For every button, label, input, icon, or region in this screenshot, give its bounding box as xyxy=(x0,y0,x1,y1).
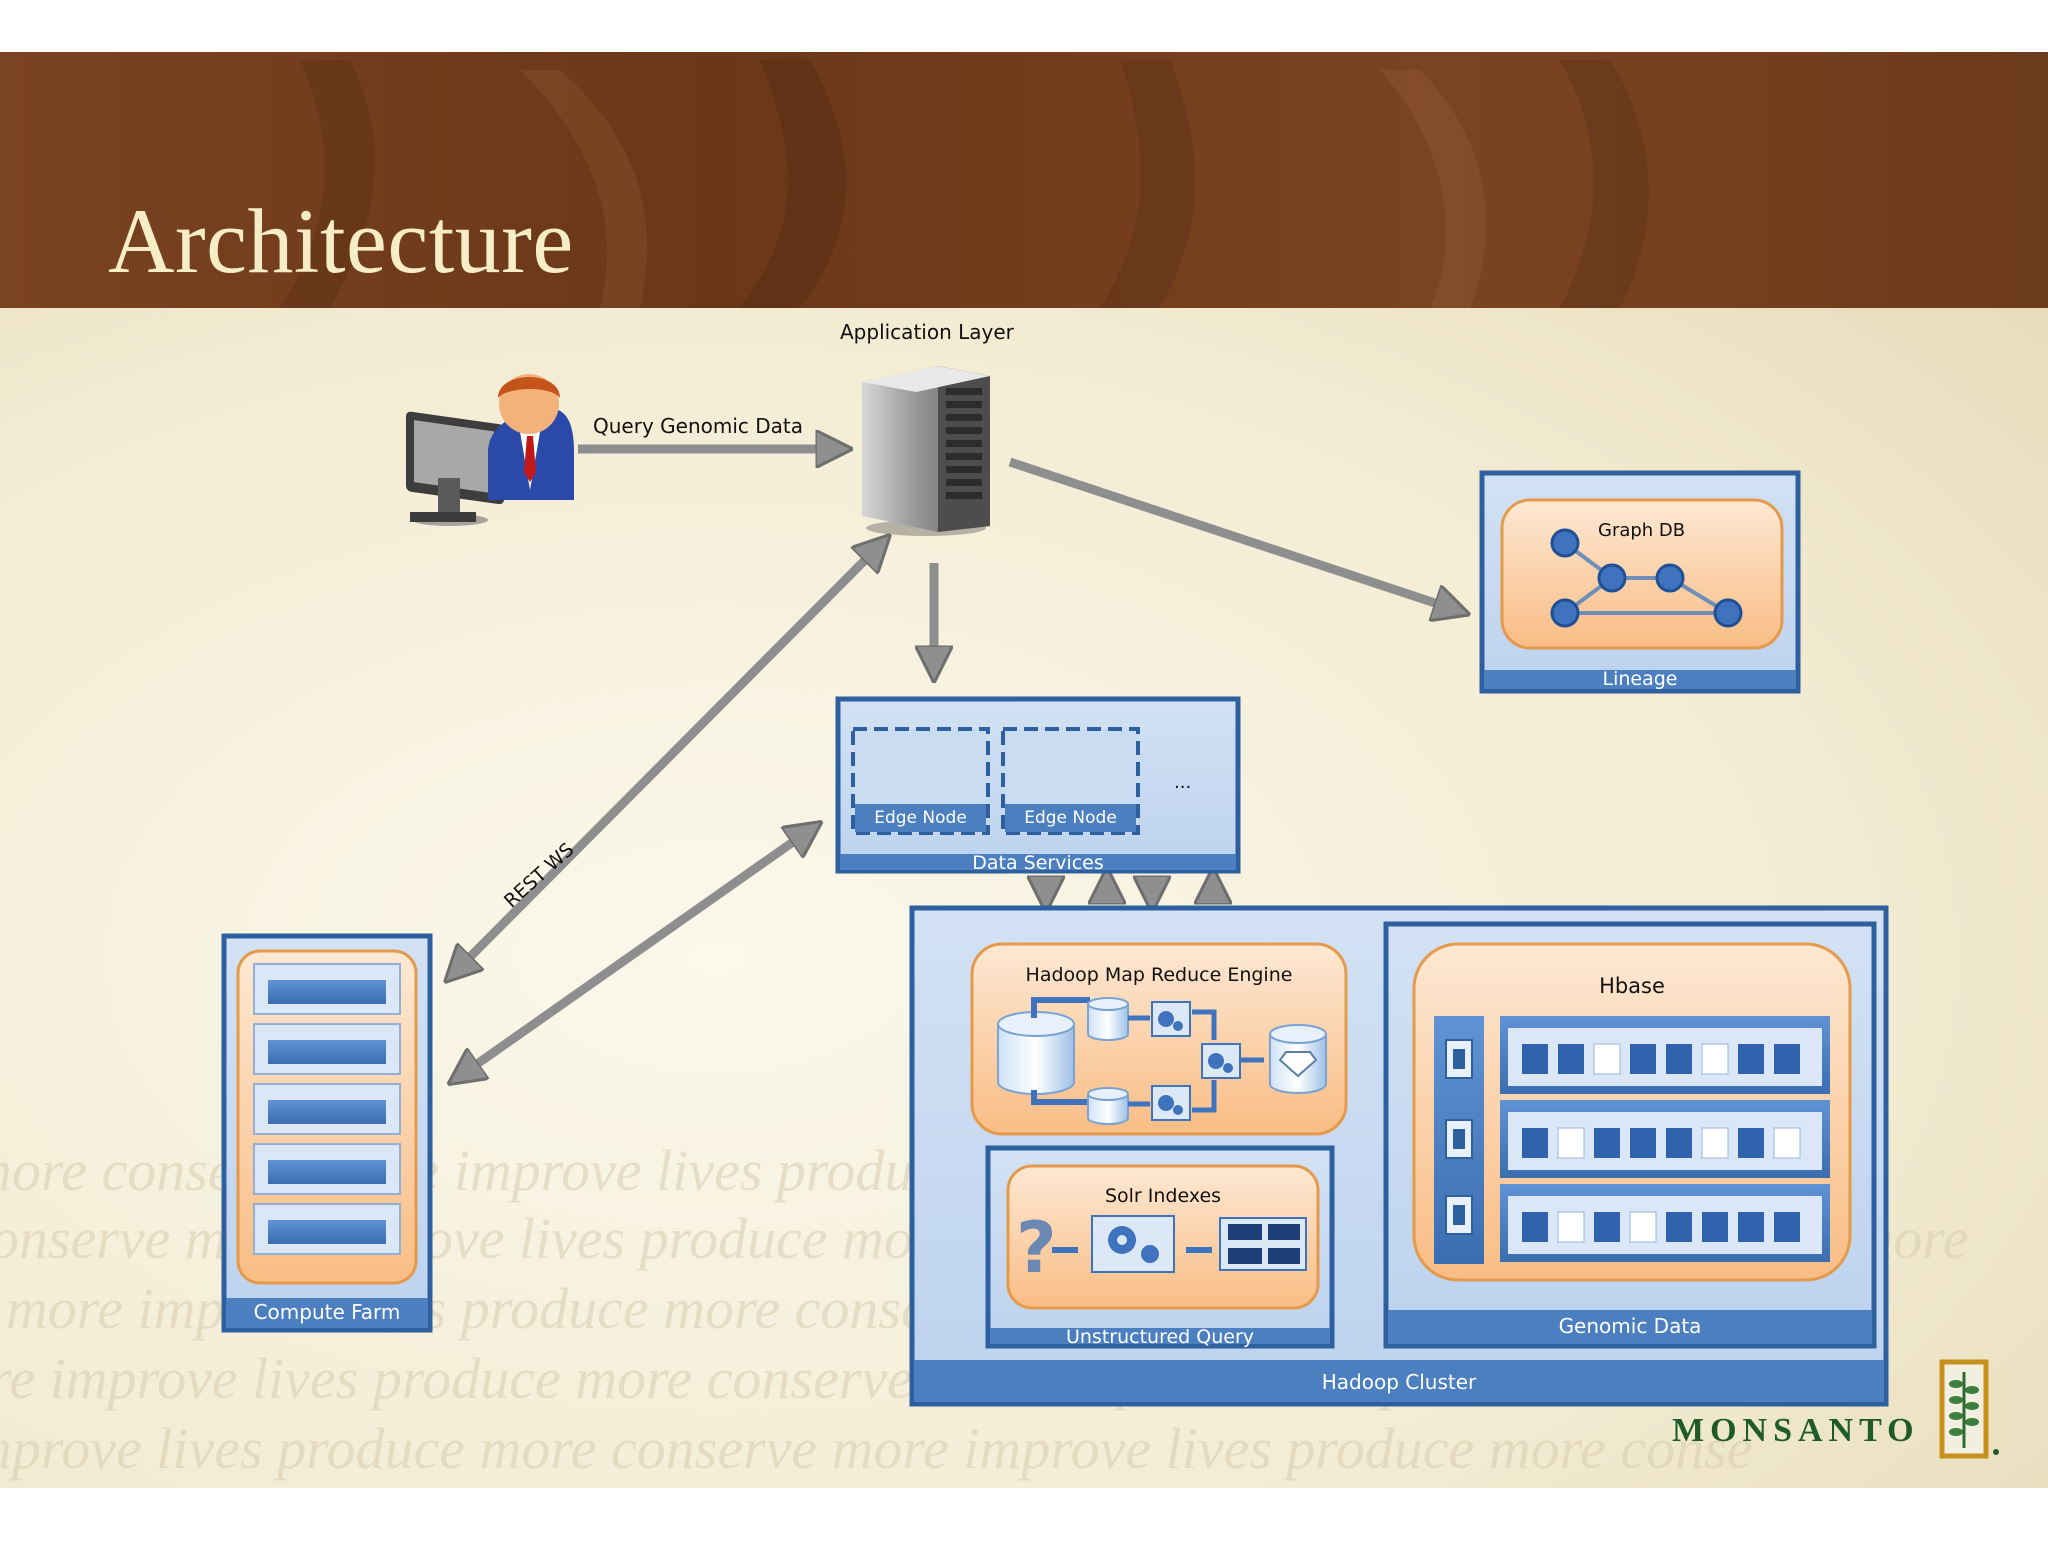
edge-node-ellipsis: ... xyxy=(1174,772,1192,793)
application-layer-label: Application Layer xyxy=(840,320,1014,344)
hbase-label: Hbase xyxy=(1599,974,1665,998)
hadoop-cluster-label: Hadoop Cluster xyxy=(1321,1370,1477,1394)
rack-server-icon xyxy=(253,963,401,1255)
hadoop-map-reduce-label: Hadoop Map Reduce Engine xyxy=(1025,964,1293,986)
gear-icon xyxy=(1158,1011,1233,1115)
edge-node-2-label: Edge Node xyxy=(1024,808,1117,828)
server-tower-icon xyxy=(862,366,990,536)
query-genomic-data-label: Query Genomic Data xyxy=(593,414,803,438)
svg-text:mprove lives produce more cons: mprove lives produce more conserve more … xyxy=(0,1416,1752,1481)
slide-title: Architecture xyxy=(108,190,574,292)
question-mark-icon: ? xyxy=(1016,1207,1057,1289)
solr-indexes-label: Solr Indexes xyxy=(1104,1185,1222,1207)
graph-nodes-icon xyxy=(1550,528,1743,628)
edge-node-1-label: Edge Node xyxy=(874,808,967,828)
lineage-label: Lineage xyxy=(1602,668,1678,690)
genomic-data-label: Genomic Data xyxy=(1558,1314,1702,1338)
data-services-label: Data Services xyxy=(972,852,1104,874)
unstructured-query-label: Unstructured Query xyxy=(1065,1326,1254,1348)
monsanto-logo-mark xyxy=(1939,1359,1999,1459)
hbase-region-blocks xyxy=(1522,1043,1801,1243)
compute-farm-label: Compute Farm xyxy=(253,1300,401,1324)
graph-db-label: Graph DB xyxy=(1598,520,1686,541)
monsanto-logo-text: MONSANTO xyxy=(1672,1412,1920,1449)
user-at-computer-icon xyxy=(406,374,574,526)
